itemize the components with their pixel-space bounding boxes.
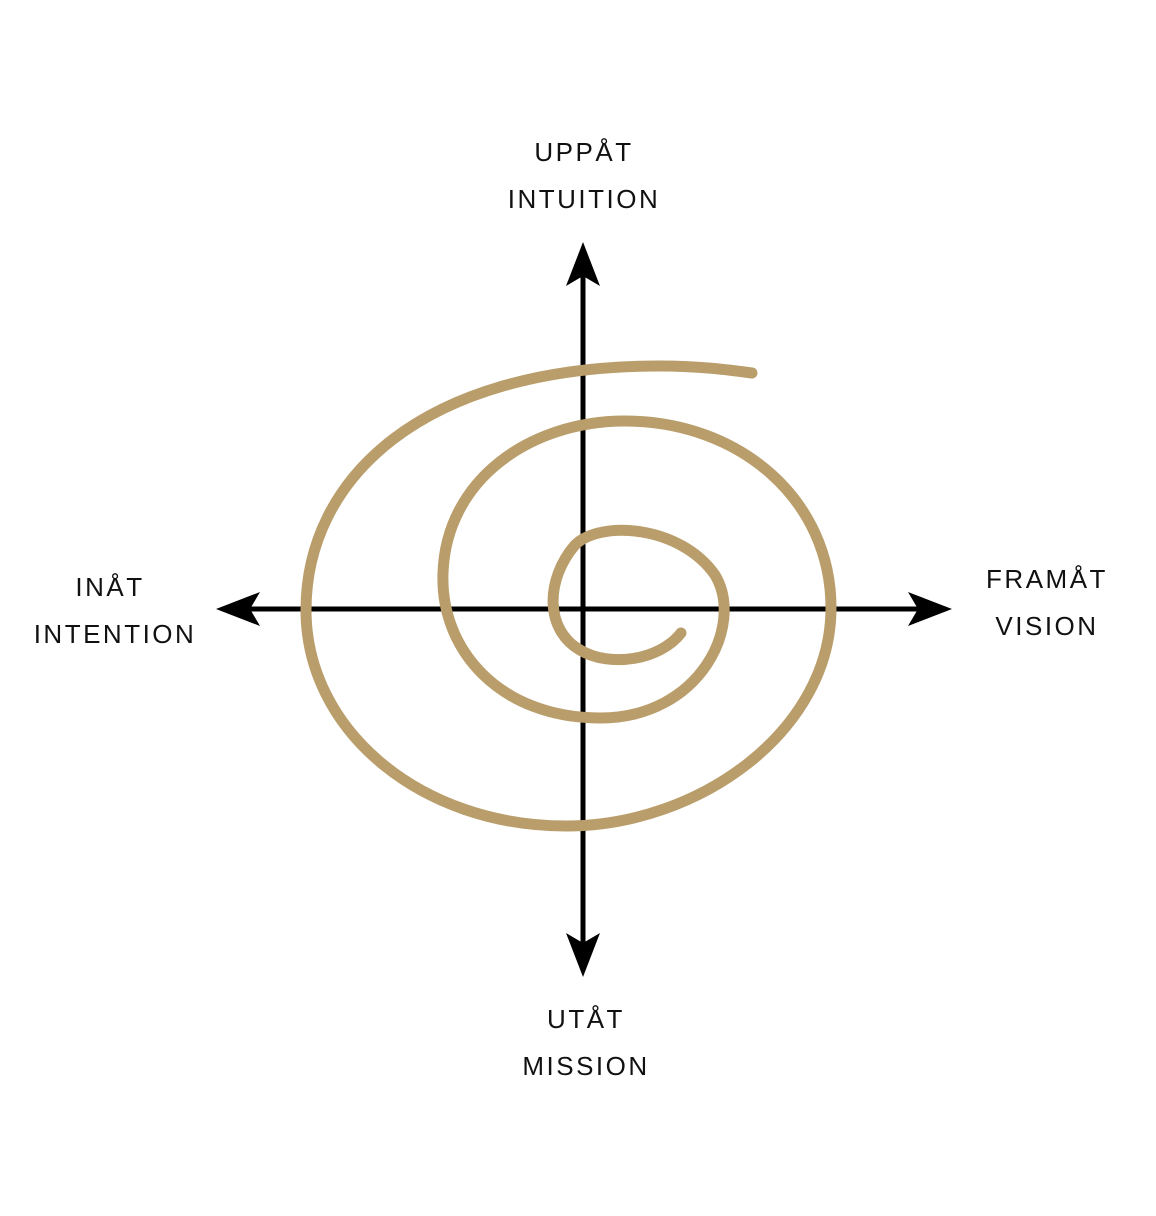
label-right: FRAMÅT VISION [897,556,1156,650]
arrow-up-icon [566,242,600,286]
label-up-direction: UPPÅT [534,137,634,167]
label-down-concept: MISSION [522,1051,650,1081]
label-right-concept: VISION [995,611,1099,641]
label-right-direction: FRAMÅT [986,564,1108,594]
axes [216,242,952,977]
label-up: UPPÅT INTUITION [434,129,734,223]
label-down: UTÅT MISSION [436,996,736,1090]
label-left-direction: INÅT [75,572,145,602]
label-left: INÅT INTENTION [0,564,265,658]
label-down-direction: UTÅT [547,1004,625,1034]
spiral [300,360,837,832]
arrow-left-icon [216,592,260,626]
arrow-down-icon [566,933,600,977]
label-left-concept: INTENTION [33,619,197,649]
label-up-concept: INTUITION [507,184,661,214]
arrow-right-icon [908,592,952,626]
